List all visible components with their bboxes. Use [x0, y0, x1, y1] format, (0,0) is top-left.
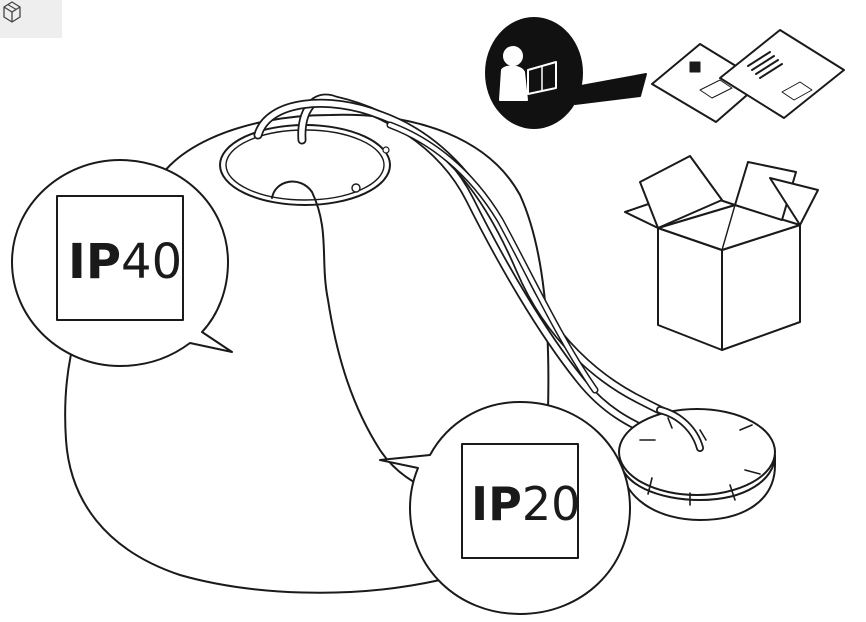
manual-sheet-right — [719, 29, 845, 119]
ip40-number: 40 — [121, 234, 182, 290]
ip40-prefix: IP — [68, 234, 121, 290]
ip20-prefix: IP — [471, 477, 522, 531]
ip20-label: IP20 — [471, 477, 580, 531]
screw-hole — [382, 146, 390, 154]
screw-hole — [351, 183, 361, 193]
open-box — [624, 155, 819, 351]
ip40-box — [56, 195, 184, 321]
ip20-bubble — [379, 401, 631, 615]
ip20-box — [461, 443, 579, 559]
view-3d-button[interactable] — [0, 0, 62, 38]
ip40-label: IP40 — [68, 234, 182, 290]
base-disc-top — [618, 408, 776, 496]
base-disc-side — [619, 454, 776, 521]
ip40-bubble — [11, 159, 233, 367]
cube-icon — [3, 1, 21, 23]
ip20-number: 20 — [522, 477, 581, 531]
